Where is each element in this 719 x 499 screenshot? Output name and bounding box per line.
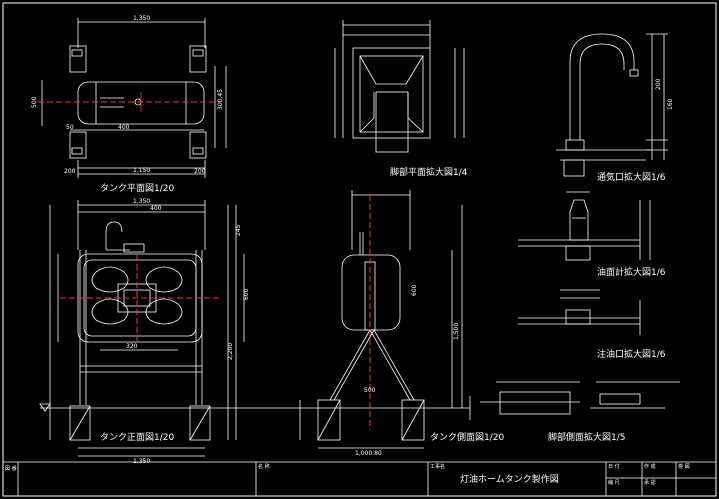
- plan-dim-seg-50: 50: [66, 124, 74, 131]
- front-dim-height: 2,200: [227, 343, 234, 360]
- title-check-label: 検 図: [678, 463, 690, 470]
- front-dim-width: 1,350: [133, 198, 150, 205]
- vent-dim-h1: 200: [655, 78, 662, 90]
- title-name-label: 名 称: [258, 463, 270, 470]
- leg-side-title: 脚部側面拡大図1/5: [548, 431, 626, 443]
- leg-plan-detail: [334, 20, 465, 153]
- plan-dim-leg-left: 200: [64, 168, 76, 175]
- vent-detail: [556, 33, 668, 177]
- plan-dim-width-bottom: 1,150: [133, 167, 150, 174]
- plan-dim-leg-right: 200: [194, 168, 206, 175]
- front-dim-tank: 600: [243, 288, 250, 300]
- side-dim-h: 1,500: [453, 323, 460, 340]
- side-dim-tank: 600: [411, 284, 418, 296]
- front-dim-320: 320: [126, 343, 138, 350]
- front-dim-h-a: 245: [235, 224, 242, 236]
- title-approve-label: 承 認: [644, 479, 656, 486]
- plan-dim-side: 300,45: [217, 89, 224, 110]
- vent-title: 通気口拡大図1/6: [597, 171, 666, 183]
- leg-side-detail: [469, 381, 680, 420]
- title-drawn-label: 作 成: [644, 463, 656, 470]
- plan-view-title: タンク平面図1/20: [100, 183, 174, 194]
- ground-mark-icon: [39, 403, 51, 412]
- title-left-label: 図 番: [5, 465, 17, 472]
- drawing-title: 灯油ホームタンク製作図: [460, 473, 559, 485]
- filler-detail: [518, 289, 641, 335]
- plan-dim-width: 1,350: [133, 15, 150, 22]
- filler-title: 注油口拡大図1/6: [597, 348, 666, 360]
- vent-dim-h2: 160: [667, 98, 674, 110]
- front-dim-total: 1,350: [133, 458, 150, 465]
- side-view-title: タンク側面図1/20: [430, 431, 504, 443]
- gauge-title: 油面計拡大図1/6: [597, 266, 666, 278]
- plan-dim-depth: 500: [31, 96, 38, 108]
- title-scale-label: 縮 尺: [608, 479, 620, 486]
- side-dim-width: 1,000.80: [355, 450, 382, 457]
- plan-dim-seg-400: 400: [118, 124, 130, 131]
- gauge-detail: [518, 191, 651, 261]
- front-view-title: タンク正面図1/20: [100, 432, 174, 443]
- tank-plan-view: [41, 18, 227, 178]
- leg-plan-title: 脚部平面拡大図1/4: [390, 166, 468, 178]
- front-dim-seg-400: 400: [150, 205, 162, 212]
- title-block: [3, 461, 716, 496]
- side-dim-cross: 500: [364, 387, 376, 394]
- title-project-label: 工事名: [430, 463, 445, 470]
- title-date-label: 日 付: [608, 463, 620, 470]
